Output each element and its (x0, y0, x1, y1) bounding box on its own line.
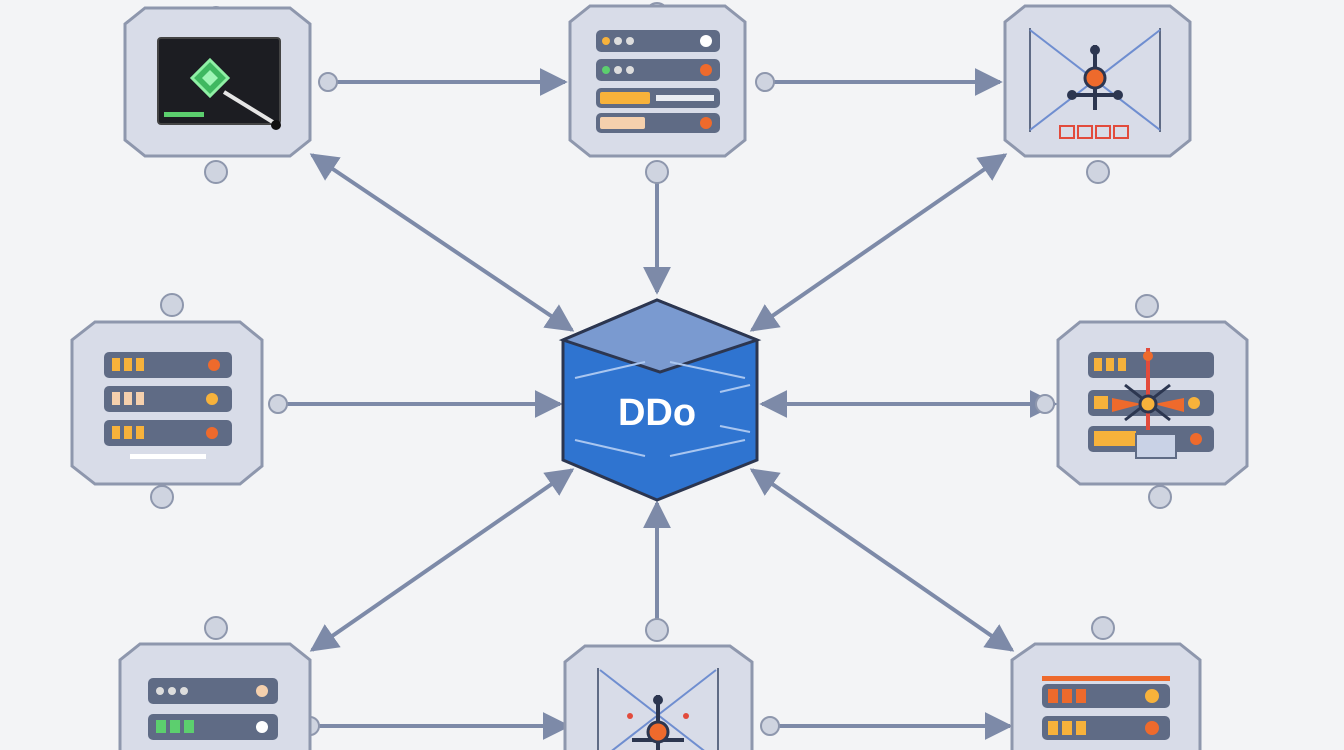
connector-dot (645, 160, 669, 184)
server-rack-icon (1042, 676, 1170, 740)
connector-dot (268, 394, 288, 414)
network-node-icon (1029, 28, 1161, 139)
hub-label: DDo (618, 392, 696, 434)
server-rack-icon (104, 352, 232, 459)
network-node-icon (597, 668, 719, 750)
connector-dot (204, 616, 228, 640)
node-bottom-left[interactable] (118, 616, 312, 750)
hub-stripes (574, 361, 751, 457)
connector-dot (318, 72, 338, 92)
server-rack-network-icon (1088, 348, 1214, 459)
node-top-center[interactable] (568, 2, 747, 184)
node-top-left[interactable] (123, 6, 312, 184)
node-bottom-center[interactable] (563, 618, 754, 750)
arrow-bottom-left-hub (309, 468, 575, 652)
arrow-bottom-right-hub (749, 468, 1015, 652)
ddos-hub[interactable]: DDo (558, 298, 762, 502)
connector-dot (150, 485, 174, 509)
connector-dot (645, 618, 669, 642)
connector-dot (160, 293, 184, 317)
connector-dot (1135, 294, 1159, 318)
server-rack-icon (596, 30, 720, 133)
hub-top (558, 298, 762, 374)
node-bottom-right[interactable] (1010, 616, 1202, 750)
connector-dot (1035, 394, 1055, 414)
connector-dot (755, 72, 775, 92)
node-middle-left[interactable] (70, 293, 264, 509)
arrow-top-right-hub (749, 153, 1008, 332)
connector-dot (760, 716, 780, 736)
connector-dot (1091, 616, 1115, 640)
connector-dot (1148, 485, 1172, 509)
connector-dot (204, 160, 228, 184)
server-rack-icon (148, 678, 278, 740)
node-top-right[interactable] (1003, 4, 1192, 184)
connector-dot (1086, 160, 1110, 184)
node-middle-right[interactable] (1056, 294, 1249, 509)
arrow-top-left-hub (309, 153, 575, 332)
connections (280, 68, 1058, 740)
monitor-scan-icon (157, 37, 281, 130)
